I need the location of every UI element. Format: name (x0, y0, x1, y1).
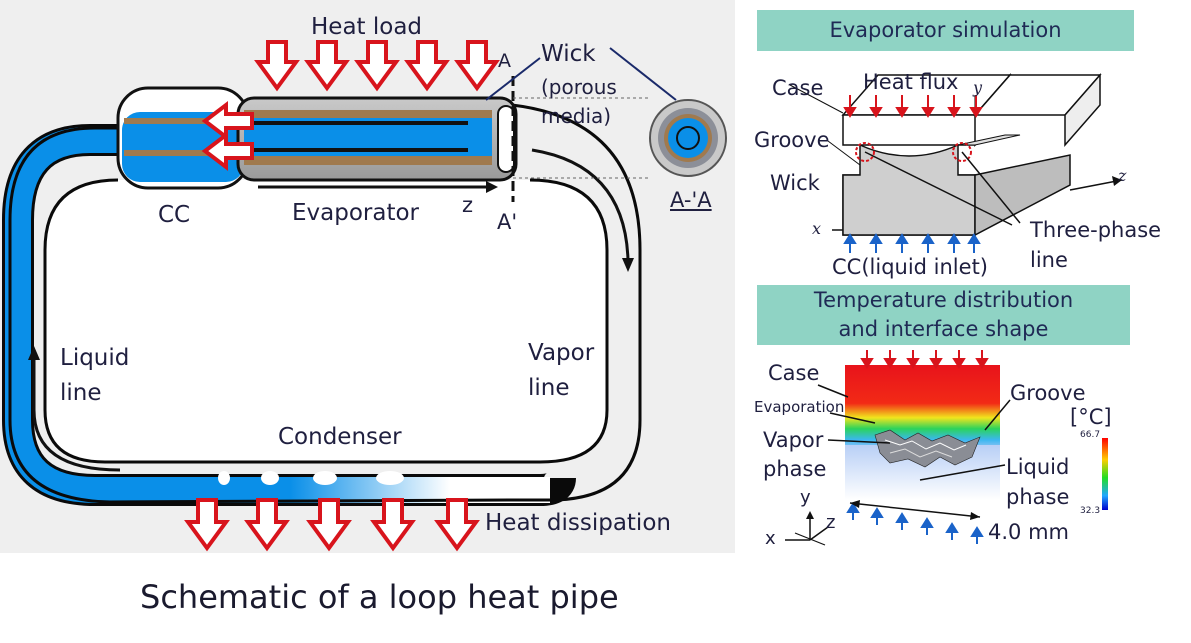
porous-label-1: (porous (541, 75, 617, 99)
condenser-label: Condenser (278, 424, 402, 450)
cc-liquid-inlet-label: CC(liquid inlet) (832, 255, 988, 279)
temp-unit-label: [°C] (1070, 405, 1112, 429)
sim-x-axis-label: x (812, 219, 822, 238)
temp-x-axis-label: x (765, 528, 776, 549)
loop-heat-pipe-schematic (1, 40, 727, 552)
temp-heat-arrows (860, 350, 989, 369)
compensation-chamber (116, 86, 250, 190)
evaporator-label: Evaporator (292, 200, 420, 226)
scale-label: 4.0 mm (988, 520, 1069, 544)
liquid-line-label-2: line (60, 380, 102, 406)
sim-wick-label: Wick (770, 171, 820, 195)
temp-groove-label: Groove (1010, 381, 1086, 405)
evaporator-simulation-diagram (789, 73, 1123, 253)
temperature-banner-line2: and interface shape (838, 317, 1049, 341)
liquid-return-arrows (201, 100, 254, 172)
vapor-phase-label-1: Vapor (763, 428, 824, 452)
cross-section-icon (649, 99, 727, 177)
vapor-line-label-1: Vapor (528, 340, 595, 366)
liquid-line-label-1: Liquid (60, 345, 130, 371)
vapor-line-label-2: line (528, 375, 570, 401)
temp-y-axis-label: y (800, 487, 811, 508)
heat-load-label: Heat load (311, 14, 423, 40)
condenser-bubbles (218, 471, 404, 485)
temp-liquid-arrows (846, 502, 984, 544)
section-a-label: A (498, 50, 511, 72)
vapor-phase-label-2: phase (763, 457, 827, 481)
sim-z-axis-label: z (1118, 166, 1127, 185)
sim-groove-label: Groove (754, 128, 830, 152)
sim-heat-flux-label: Heat flux (863, 70, 959, 94)
heat-load-arrows (254, 40, 500, 92)
cc-label: CC (158, 202, 191, 228)
heat-flux-arrows (843, 95, 983, 118)
temp-min-label: 32.3 (1080, 506, 1101, 516)
heat-dissipation-label: Heat dissipation (485, 510, 671, 536)
three-phase-label-2: line (1030, 248, 1068, 272)
temp-z-axis-label: z (826, 512, 836, 533)
sim-case-label: Case (772, 76, 824, 100)
temp-evaporation-label: Evaporation (754, 398, 845, 416)
temperature-distribution-render (785, 350, 1108, 546)
section-a-prime-label: A' (497, 210, 518, 234)
temp-case-label: Case (768, 361, 820, 385)
sim-y-axis-label: y (973, 78, 983, 97)
z-axis-label: z (462, 193, 474, 217)
temperature-banner: Temperature distribution and interface s… (757, 285, 1130, 345)
evaporator-simulation-banner: Evaporator simulation (757, 10, 1134, 51)
temp-max-label: 66.7 (1080, 430, 1101, 440)
figure-caption: Schematic of a loop heat pipe (140, 578, 619, 616)
three-phase-label-1: Three-phase (1030, 218, 1162, 242)
temperature-banner-line1: Temperature distribution (813, 288, 1074, 312)
flow-arrows (32, 148, 630, 472)
vapor-line-tube (511, 103, 642, 502)
vapor-phase-structure (874, 429, 981, 468)
temperature-colorbar (1102, 438, 1108, 510)
liquid-inlet-arrows (843, 233, 981, 253)
wick-label: Wick (541, 41, 596, 67)
evaporator-body (236, 96, 518, 182)
porous-label-2: media) (541, 104, 612, 128)
liquid-phase-label-2: phase (1006, 485, 1070, 509)
liquid-phase-label-1: Liquid (1006, 455, 1070, 479)
section-view-label: A-'A (670, 188, 712, 212)
heat-dissipation-arrows (184, 498, 480, 552)
